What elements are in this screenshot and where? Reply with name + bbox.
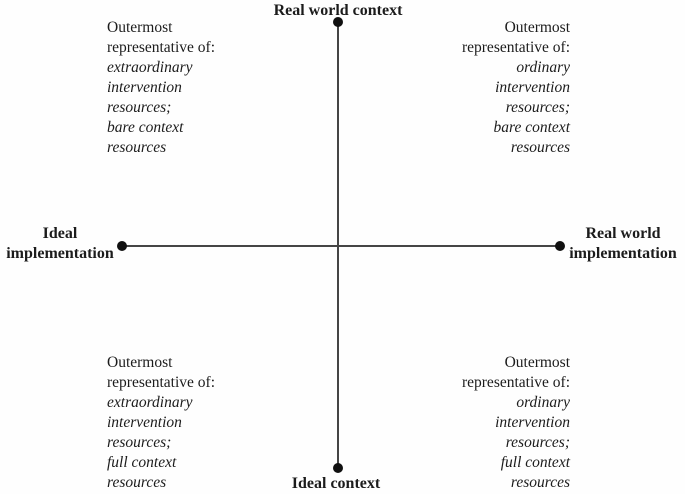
quadrant-line: full context xyxy=(500,454,570,471)
quadrant-line: Outermost xyxy=(107,19,173,36)
quadrant-line: resources; xyxy=(505,99,570,116)
axis-label-right-line1: Real world xyxy=(585,225,661,242)
axis-label-bottom: Ideal context xyxy=(291,475,381,492)
axis-label-left-line1: Ideal xyxy=(42,225,78,242)
quadrant-bottom-right: Outermost representative of: ordinary in… xyxy=(462,353,570,493)
quadrant-line: resources xyxy=(107,139,167,156)
quadrant-line: intervention xyxy=(107,79,182,96)
quadrant-line: representative of: xyxy=(107,374,216,391)
quadrant-top-right: Outermost representative of: ordinary in… xyxy=(462,18,570,158)
quadrant-line: full context xyxy=(107,454,177,471)
quadrant-line: resources xyxy=(107,474,167,491)
quadrant-line: intervention xyxy=(495,414,570,431)
axis-label-right: Real world implementation xyxy=(563,224,683,264)
quadrant-line: intervention xyxy=(495,79,570,96)
horizontal-axis-line xyxy=(122,245,560,247)
quadrant-line: Outermost xyxy=(107,354,173,371)
axis-endpoint-dot-right xyxy=(555,241,565,251)
quadrant-line: representative of: xyxy=(107,39,216,56)
axis-label-right-line2: implementation xyxy=(569,245,677,262)
axis-label-left: Ideal implementation xyxy=(0,224,120,264)
quadrant-line: resources; xyxy=(107,434,172,451)
quadrant-line: resources; xyxy=(505,434,570,451)
quadrant-line: resources; xyxy=(107,99,172,116)
axis-endpoint-dot-left xyxy=(117,241,127,251)
quadrant-line: extraordinary xyxy=(107,394,193,411)
axis-endpoint-dot-bottom xyxy=(333,463,343,473)
quadrant-line: resources xyxy=(510,474,570,491)
quadrant-line: extraordinary xyxy=(107,59,193,76)
quadrant-line: bare context xyxy=(493,119,570,136)
quadrant-line: Outermost xyxy=(504,354,570,371)
quadrant-line: representative of: xyxy=(461,39,570,56)
quadrant-top-left: Outermost representative of: extraordina… xyxy=(107,18,215,158)
quadrant-line: intervention xyxy=(107,414,182,431)
quadrant-bottom-left: Outermost representative of: extraordina… xyxy=(107,353,215,493)
quadrant-line: representative of: xyxy=(461,374,570,391)
quadrant-line: ordinary xyxy=(516,59,570,76)
quadrant-line: bare context xyxy=(107,119,184,136)
quadrant-line: ordinary xyxy=(516,394,570,411)
axis-label-left-line2: implementation xyxy=(6,245,114,262)
quadrant-line: Outermost xyxy=(504,19,570,36)
axis-endpoint-dot-top xyxy=(333,17,343,27)
quadrant-line: resources xyxy=(510,139,570,156)
axis-label-top: Real world context xyxy=(273,2,403,19)
